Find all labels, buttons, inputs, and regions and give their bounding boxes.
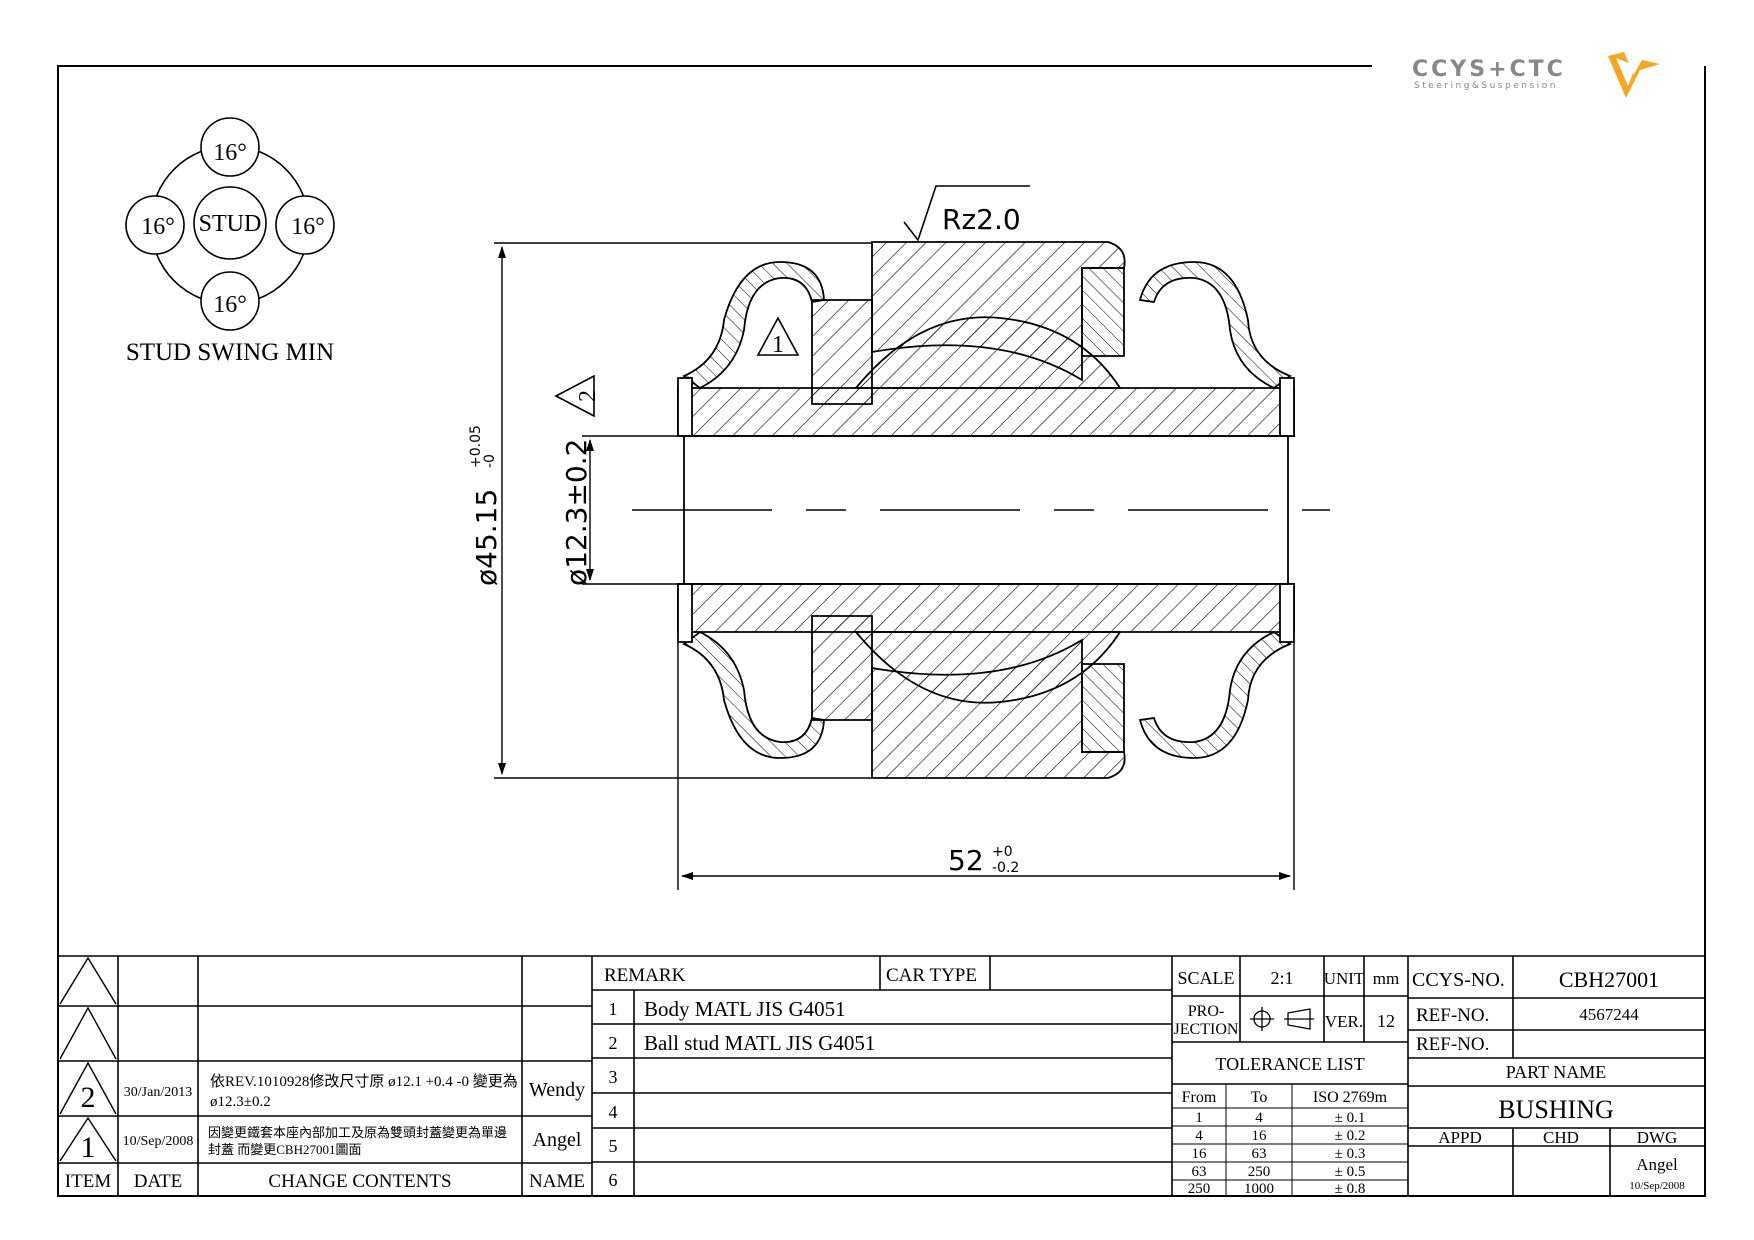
ref-no-label-1: REF-NO.: [1416, 1005, 1489, 1026]
swing-angle-left: 16°: [141, 214, 175, 240]
remark-row-1-no: 1: [609, 999, 618, 1019]
ref-no-label-2: REF-NO.: [1416, 1034, 1489, 1055]
outer-diameter-text: ø45.15 +0.05 -0: [468, 425, 503, 586]
ver-value: 12: [1377, 1011, 1395, 1031]
remark-row-6-no: 6: [609, 1170, 618, 1190]
remark-row-2-text: Ball stud MATL JIS G4051: [644, 1031, 875, 1055]
chd-label: CHD: [1543, 1128, 1579, 1147]
remark-row-4-no: 4: [609, 1102, 618, 1122]
rev-row-3-date: 10/Sep/2008: [123, 1134, 194, 1149]
rev-header-date: DATE: [134, 1171, 183, 1192]
rev-header-item: ITEM: [65, 1171, 112, 1192]
part-name-value: BUSHING: [1498, 1095, 1614, 1124]
tolerance-row-1-from: 1: [1195, 1110, 1203, 1126]
unit-value: mm: [1373, 969, 1399, 988]
ref-no-value-1: 4567244: [1579, 1005, 1639, 1024]
ccys-no-label: CCYS-NO.: [1412, 969, 1505, 991]
svg-text:2: 2: [575, 390, 601, 402]
dwg-name: Angel: [1636, 1155, 1678, 1174]
tolerance-row-4-from: 63: [1192, 1164, 1207, 1180]
tolerance-row-2-to: 16: [1252, 1128, 1268, 1144]
tolerance-row-5-tol: ± 0.8: [1335, 1181, 1366, 1197]
scale-value: 2:1: [1270, 968, 1293, 988]
tolerance-row-5-to: 1000: [1244, 1181, 1274, 1197]
tolerance-header-to: To: [1251, 1089, 1268, 1106]
drawing-frame: [57, 65, 1706, 1197]
rev-row-3-change-line1: 因變更鐵套本座內部加工及原為雙頭封蓋變更為單邊: [208, 1125, 507, 1140]
third-angle-projection-icon: [1250, 1007, 1314, 1031]
remark-row-2-no: 2: [609, 1033, 618, 1053]
inner-diameter-dimension: [582, 435, 684, 585]
logo-brand: CCYS+CTC: [1412, 57, 1566, 82]
company-logo: CCYS+CTC Steering&Suspension: [1412, 52, 1660, 98]
scale-label: SCALE: [1177, 968, 1234, 988]
outer-diameter-tol-lower: -0: [482, 454, 498, 468]
stud-swing-title: STUD SWING MIN: [126, 339, 334, 366]
unit-label: UNIT: [1324, 969, 1365, 988]
car-type-label: CAR TYPE: [886, 965, 977, 986]
revision-triangles: [59, 956, 117, 1162]
swing-angle-right: 16°: [291, 214, 325, 240]
remark-label: REMARK: [604, 965, 686, 986]
rev-row-2-name: Wendy: [529, 1079, 585, 1101]
length-tol-lower: -0.2: [992, 860, 1019, 876]
rev-row-2-item: 2: [81, 1081, 96, 1114]
rev-header-change: CHANGE CONTENTS: [268, 1171, 451, 1192]
tolerance-row-3-from: 16: [1192, 1146, 1208, 1162]
ccys-no-value: CBH27001: [1559, 967, 1659, 992]
swing-angle-bottom: 16°: [213, 292, 247, 318]
remark-row-1-text: Body MATL JIS G4051: [644, 997, 846, 1021]
rev-row-2-change-line2: ø12.3±0.2: [210, 1094, 271, 1110]
surface-finish-label: Rz2.0: [942, 203, 1021, 236]
outer-diameter-dimension: [494, 242, 872, 779]
swing-angle-top: 16°: [213, 140, 247, 166]
rev-header-name: NAME: [529, 1171, 585, 1192]
svg-text:ø45.15: ø45.15: [470, 489, 503, 586]
rev-row-2-change-line1: 依REV.1010928修改尺寸原 ø12.1 +0.4 -0 變更為: [210, 1073, 518, 1090]
tolerance-row-3-tol: ± 0.3: [1335, 1146, 1366, 1162]
projection-label-1: PRO-: [1188, 1003, 1224, 1020]
dwg-date: 10/Sep/2008: [1629, 1180, 1685, 1192]
tolerance-row-1-tol: ± 0.1: [1335, 1110, 1366, 1126]
stud-swing-diagram: [125, 117, 335, 331]
revision-marker-2: 2: [554, 374, 601, 418]
rev-row-2-date: 30/Jan/2013: [124, 1085, 192, 1100]
svg-text:ø12.3±0.2: ø12.3±0.2: [560, 439, 593, 586]
tolerance-row-2-tol: ± 0.2: [1335, 1128, 1366, 1144]
length-value: 52: [948, 844, 984, 877]
title-block-grid: [58, 955, 1705, 1196]
tolerance-row-4-tol: ± 0.5: [1335, 1164, 1366, 1180]
projection-label-2: JECTION: [1174, 1021, 1239, 1038]
tolerance-row-2-from: 4: [1195, 1128, 1203, 1144]
logo-mark-icon: [1608, 52, 1660, 98]
dwg-label: DWG: [1637, 1128, 1678, 1147]
rev-row-3-name: Angel: [533, 1129, 582, 1151]
ver-label: VER.: [1325, 1012, 1363, 1031]
tolerance-row-1-to: 4: [1255, 1110, 1263, 1126]
tolerance-header-from: From: [1182, 1089, 1217, 1106]
surface-finish-symbol: [903, 185, 1030, 242]
appd-label: APPD: [1438, 1128, 1481, 1147]
tolerance-row-3-to: 63: [1252, 1146, 1267, 1162]
stud-label: STUD: [199, 211, 262, 237]
remark-row-5-no: 5: [609, 1136, 618, 1156]
remark-row-3-no: 3: [609, 1067, 618, 1087]
outer-diameter-tol-upper: +0.05: [468, 425, 484, 468]
revision-marker-1: 1: [756, 316, 800, 358]
tolerance-row-4-to: 250: [1248, 1164, 1271, 1180]
part-name-label: PART NAME: [1506, 1062, 1606, 1082]
length-dimension: [677, 642, 1295, 890]
bushing-cross-section: [677, 241, 1295, 779]
rev-row-3-change-line2: 封蓋 而變更CBH27001圖面: [208, 1142, 361, 1157]
tolerance-header-iso: ISO 2769m: [1313, 1089, 1388, 1106]
inner-diameter-text: ø12.3±0.2: [560, 439, 593, 586]
logo-tagline: Steering&Suspension: [1414, 81, 1558, 91]
length-tol-upper: +0: [992, 844, 1013, 860]
rev-row-3-item: 1: [81, 1131, 96, 1164]
svg-text:1: 1: [772, 332, 784, 358]
tolerance-title: TOLERANCE LIST: [1215, 1054, 1364, 1074]
tolerance-row-5-from: 250: [1188, 1181, 1211, 1197]
